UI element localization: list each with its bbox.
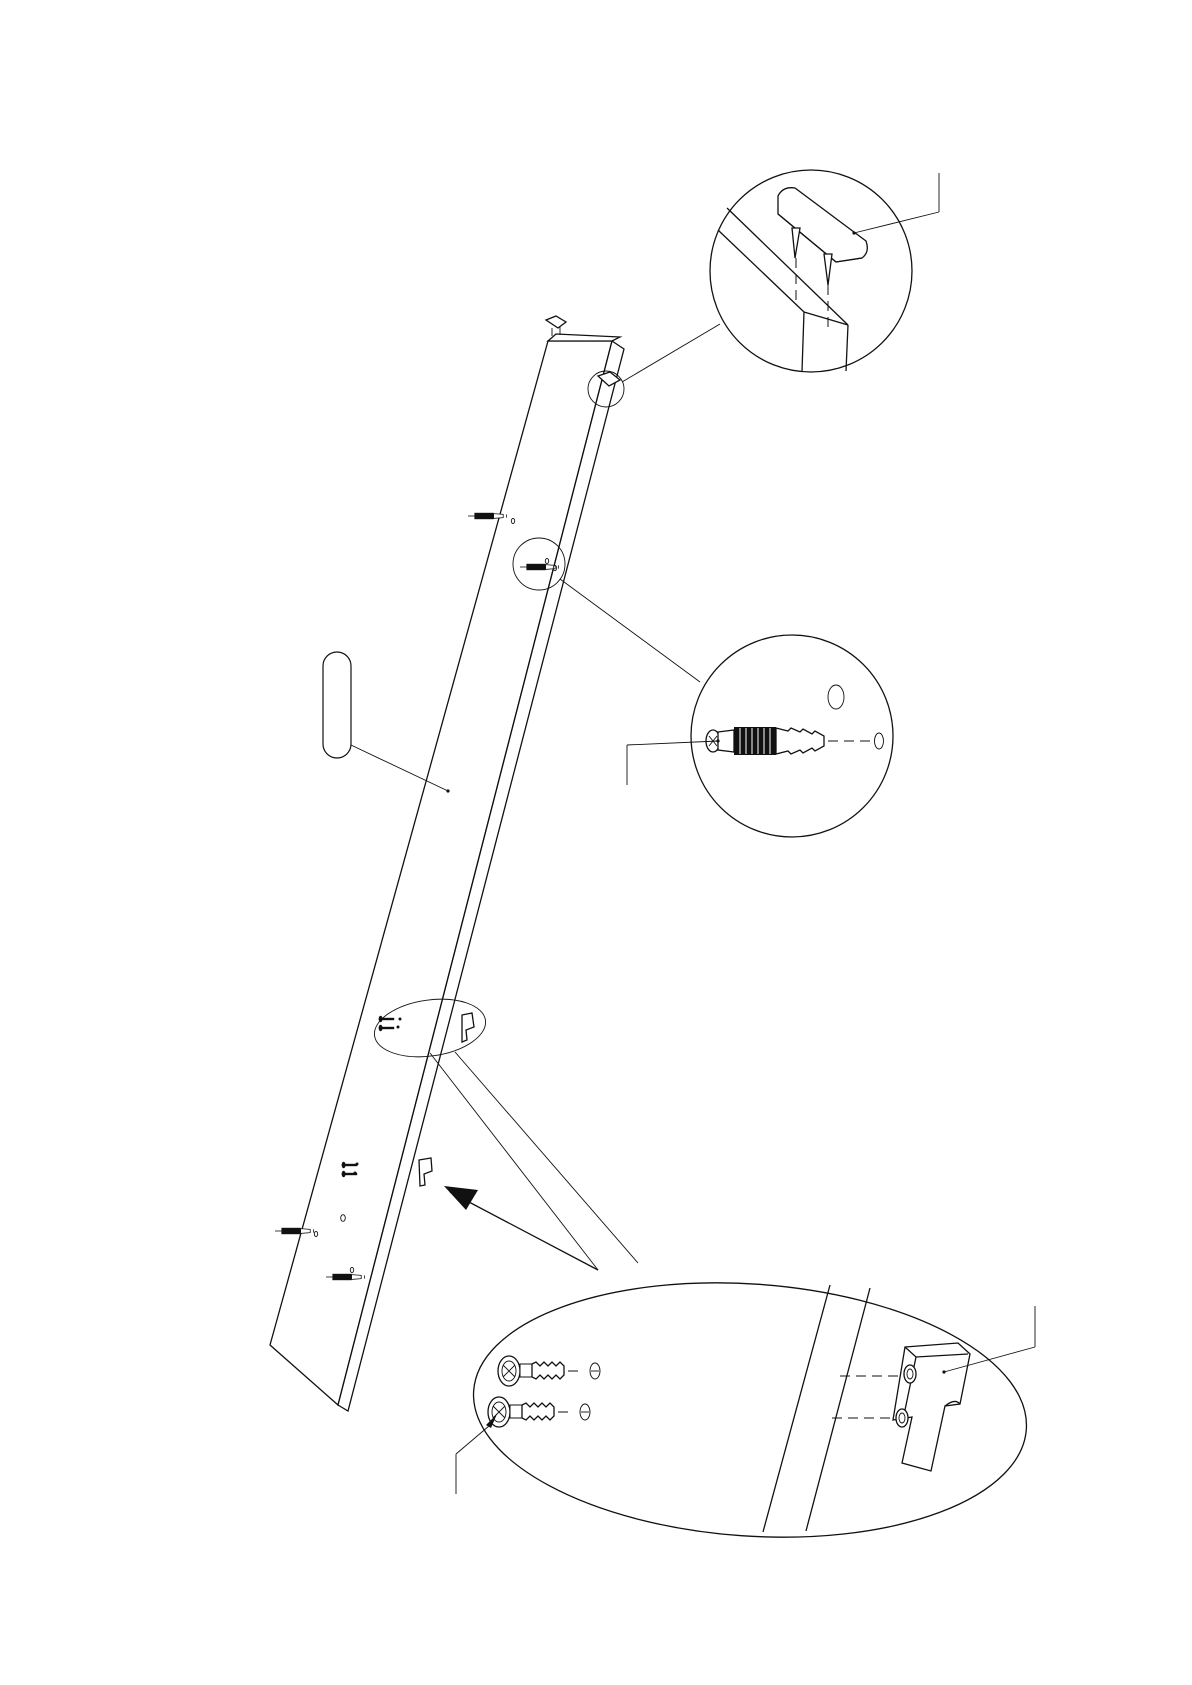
- detail-cam: [513, 538, 893, 837]
- machine-screw-icon-2: [488, 1397, 554, 1427]
- main-panel: [270, 334, 624, 1411]
- insert-arrow: [444, 1186, 598, 1270]
- detail-bracket: [371, 992, 1035, 1555]
- part-label-bubble: [323, 652, 351, 758]
- machine-screw-icon: [498, 1356, 564, 1386]
- detail-cap: [588, 170, 939, 407]
- loose-bracket: [419, 1158, 432, 1186]
- small-bracket: [462, 1013, 474, 1042]
- l-bracket-icon: [893, 1343, 970, 1471]
